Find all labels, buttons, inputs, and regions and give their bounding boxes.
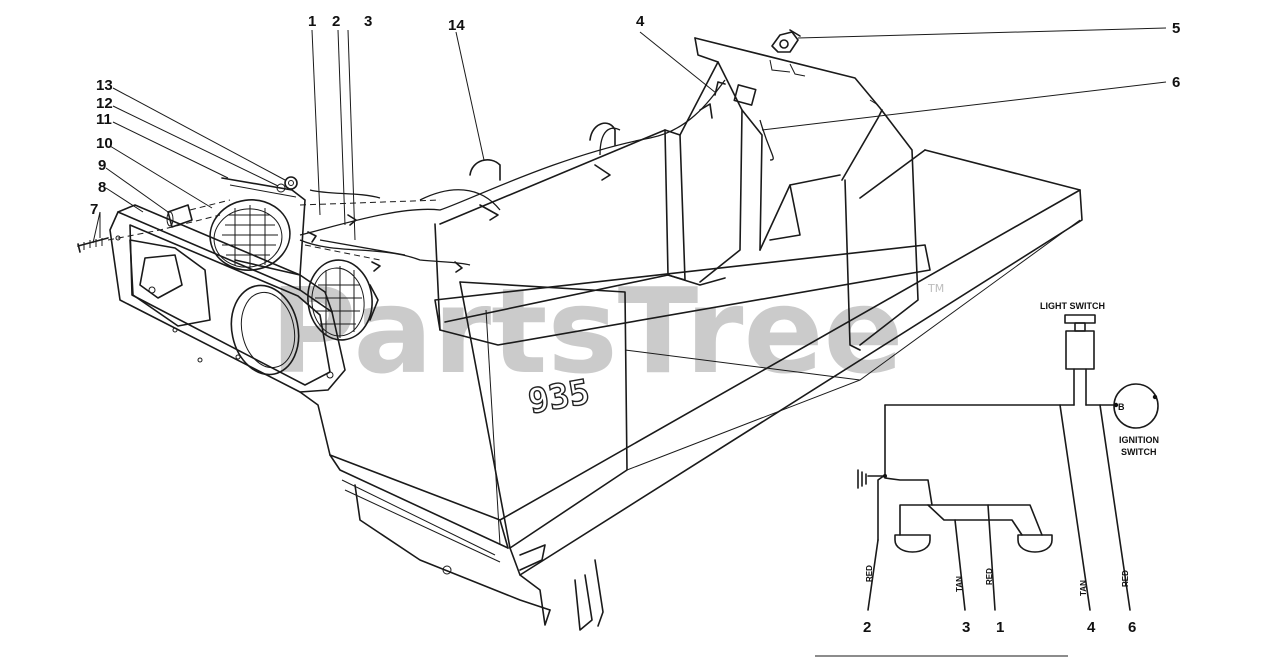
callout-labels: 1 2 3 4 5 6 7 8 9 10 11 12 13 14 bbox=[90, 13, 1180, 218]
ignition-switch-label-2: SWITCH bbox=[1121, 447, 1157, 457]
callout-1: 1 bbox=[308, 13, 316, 30]
callout-3: 3 bbox=[364, 13, 372, 30]
wire-ref-1: 1 bbox=[996, 619, 1004, 636]
callout-11: 11 bbox=[96, 111, 112, 128]
tractor-body bbox=[299, 149, 1083, 631]
callout-14: 14 bbox=[448, 17, 465, 34]
headlight-housing bbox=[109, 204, 346, 393]
wire-ref-3: 3 bbox=[962, 619, 970, 636]
wire-1-color: RED bbox=[985, 568, 994, 585]
light-switch-label: LIGHT SWITCH bbox=[1040, 301, 1105, 311]
ignition-switch-label-1: IGNITION bbox=[1119, 435, 1159, 445]
callout-10: 10 bbox=[96, 135, 113, 152]
headlight-assembly bbox=[77, 176, 441, 341]
light-switch-part bbox=[771, 29, 801, 53]
wire-2-color: RED bbox=[865, 565, 874, 582]
callout-4: 4 bbox=[636, 13, 645, 30]
trademark: TM bbox=[927, 282, 944, 295]
wire-ref-2: 2 bbox=[863, 619, 871, 636]
wire-3-color: TAN bbox=[955, 576, 964, 592]
callout-6: 6 bbox=[1172, 74, 1180, 91]
callout-9: 9 bbox=[98, 157, 106, 174]
wire-6-color: RED bbox=[1121, 570, 1130, 587]
wire-ref-4: 4 bbox=[1087, 619, 1096, 636]
wire-ref-6: 6 bbox=[1128, 619, 1136, 636]
terminal-b: B bbox=[1118, 402, 1125, 412]
wiring-schematic: LIGHT SWITCH B IGNITION SWITCH bbox=[857, 301, 1159, 636]
wire-4-color: TAN bbox=[1079, 580, 1088, 596]
callout-8: 8 bbox=[98, 179, 106, 196]
callout-12: 12 bbox=[96, 95, 113, 112]
leader-lines bbox=[92, 27, 1167, 244]
callout-5: 5 bbox=[1172, 20, 1180, 37]
callout-2: 2 bbox=[332, 13, 340, 30]
callout-13: 13 bbox=[96, 77, 113, 94]
callout-7: 7 bbox=[90, 201, 98, 218]
watermark: PartsTree bbox=[270, 262, 904, 400]
firewall-assembly bbox=[434, 37, 919, 351]
wiring-harness bbox=[299, 79, 726, 273]
